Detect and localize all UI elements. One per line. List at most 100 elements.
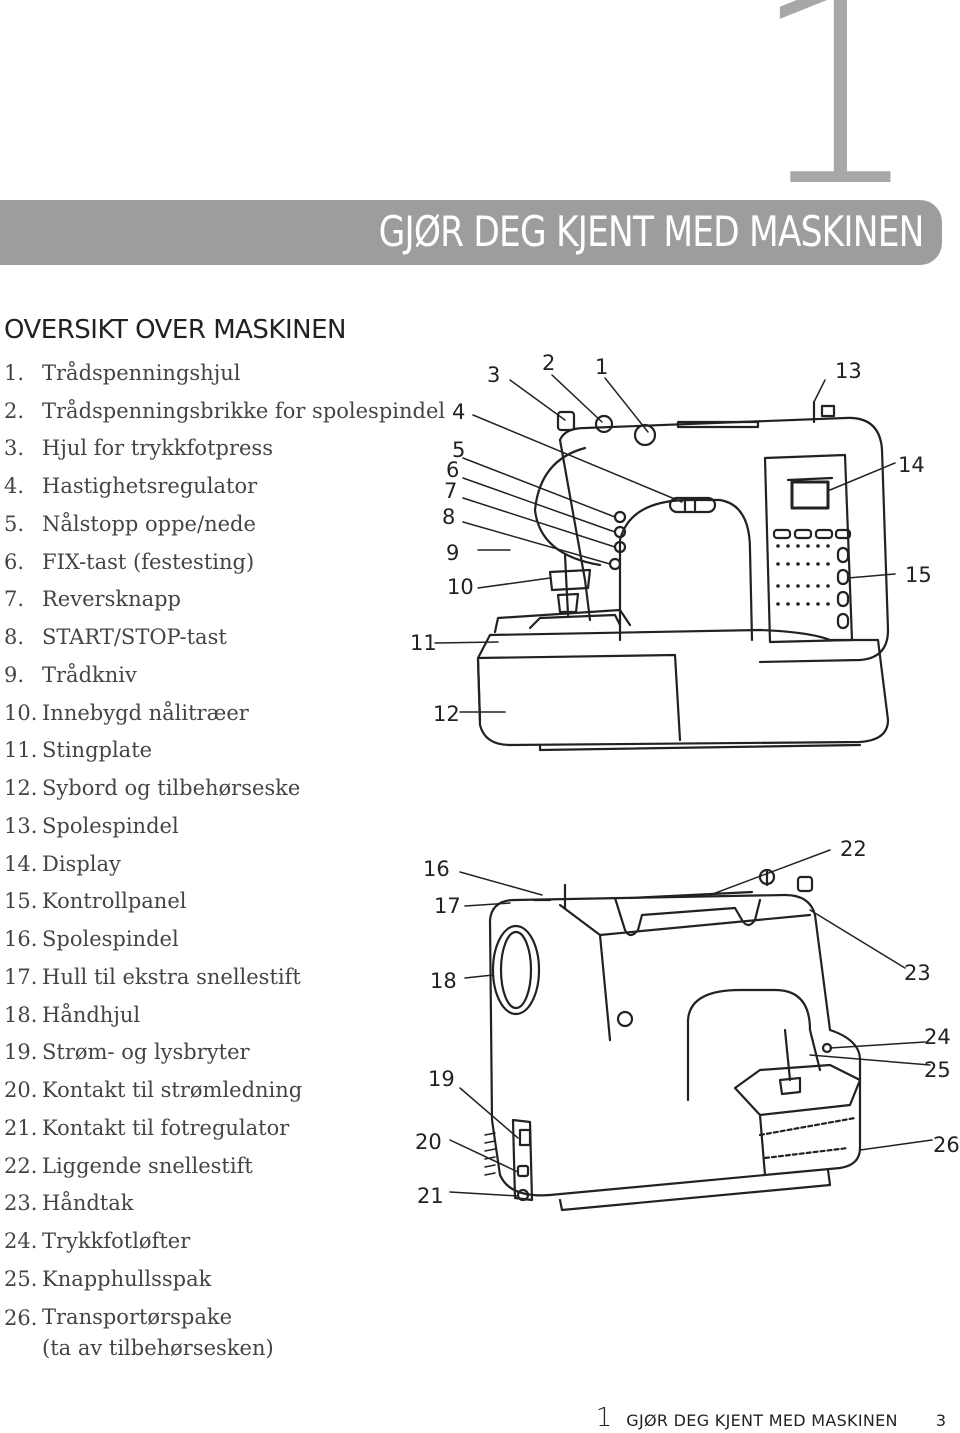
part-item: 25.Knapphullsspak — [4, 1260, 445, 1298]
part-label: Kontakt til strømledning — [42, 1078, 303, 1103]
callout-label: 15 — [905, 563, 932, 587]
part-item: 2. Trådspenningsbrikke for spolespindel — [4, 392, 445, 430]
callout-label: 2 — [542, 351, 555, 375]
part-label: Trådspenningsbrikke for spolespindel — [42, 398, 446, 423]
part-label: Håndtak — [42, 1191, 134, 1216]
part-label: Trådspenningshjul — [42, 360, 241, 385]
part-number: 5. — [4, 511, 25, 536]
part-item: 1. Trådspenningshjul — [4, 354, 445, 392]
part-number: 8. — [4, 625, 25, 650]
part-label: FIX-tast (festesting) — [42, 549, 255, 574]
section-title: OVERSIKT OVER MASKINEN — [4, 315, 346, 345]
part-number: 26. — [4, 1305, 38, 1330]
part-item: 6. FIX-tast (festesting) — [4, 543, 445, 581]
chapter-title: GJØR DEG KJENT MED MASKINEN — [379, 207, 925, 256]
part-item: 11.Stingplate — [4, 732, 445, 770]
callout-label: 19 — [428, 1067, 455, 1091]
callout-label: 25 — [924, 1058, 951, 1082]
callout-label: 18 — [430, 969, 457, 993]
part-item: 3. Hjul for trykkfotpress — [4, 430, 445, 468]
part-label: START/STOP-tast — [42, 625, 227, 650]
part-number: 15. — [4, 889, 38, 914]
part-label: Liggende snellestift — [42, 1153, 253, 1178]
part-item: 12.Sybord og tilbehørseske — [4, 769, 445, 807]
callout-label: 13 — [835, 359, 862, 383]
callout-label: 6 — [446, 458, 459, 482]
callout-label: 3 — [487, 363, 500, 387]
part-item: 17.Hull til ekstra snellestift — [4, 958, 445, 996]
part-number: 1. — [4, 360, 25, 385]
part-item: 4. Hastighetsregulator — [4, 467, 445, 505]
footer-chapter-number: 1 — [595, 1403, 613, 1433]
callout-label: 4 — [452, 400, 465, 424]
machine-rear-view — [484, 868, 862, 1212]
callout-label: 20 — [415, 1130, 442, 1154]
callout-label: 1 — [595, 355, 608, 379]
callout-label: 7 — [444, 479, 457, 503]
part-number: 17. — [4, 964, 38, 989]
machine-front-view — [476, 400, 890, 752]
page-footer: 1 GJØR DEG KJENT MED MASKINEN 3 — [596, 1403, 946, 1433]
part-number: 21. — [4, 1115, 38, 1140]
part-number: 22. — [4, 1153, 38, 1178]
part-item: 26.Transportørspake (ta av tilbehørseske… — [4, 1298, 445, 1368]
page-number: 3 — [935, 1411, 946, 1430]
chapter-banner: GJØR DEG KJENT MED MASKINEN — [0, 200, 942, 265]
part-item: 8. START/STOP-tast — [4, 618, 445, 656]
part-item: 23.Håndtak — [4, 1185, 445, 1223]
part-number: 25. — [4, 1266, 38, 1291]
part-label: Reversknapp — [42, 587, 182, 612]
part-label: Trådkniv — [42, 662, 137, 687]
callout-label: 12 — [433, 702, 460, 726]
part-item: 5. Nålstopp oppe/nede — [4, 505, 445, 543]
part-item: 14.Display — [4, 845, 445, 883]
part-label: Spolespindel — [42, 813, 179, 838]
part-number: 18. — [4, 1002, 38, 1027]
footer-chapter-title: GJØR DEG KJENT MED MASKINEN — [626, 1411, 898, 1430]
part-label: Spolespindel — [42, 927, 179, 952]
part-number: 24. — [4, 1229, 38, 1254]
part-label: Hull til ekstra snellestift — [42, 964, 301, 989]
part-item: 10.Innebygd nålitræer — [4, 694, 445, 732]
part-number: 12. — [4, 776, 38, 801]
part-number: 14. — [4, 851, 38, 876]
part-number: 20. — [4, 1078, 38, 1103]
part-item: 21.Kontakt til fotregulator — [4, 1109, 445, 1147]
callout-label: 26 — [933, 1133, 960, 1157]
callout-label: 5 — [452, 438, 465, 462]
part-item: 7. Reversknapp — [4, 581, 445, 619]
part-number: 9. — [4, 662, 25, 687]
part-label: Hastighetsregulator — [42, 474, 258, 499]
part-number: 6. — [4, 549, 25, 574]
parts-list: 1. Trådspenningshjul 2. Trådspenningsbrikk… — [4, 354, 445, 1368]
callout-label: 11 — [410, 631, 437, 655]
part-label: Stingplate — [42, 738, 153, 763]
part-number: 7. — [4, 587, 25, 612]
part-label: Innebygd nålitræer — [42, 700, 249, 725]
part-item: 24.Trykkfotløfter — [4, 1222, 445, 1260]
callout-label: 23 — [904, 961, 931, 985]
callout-label: 8 — [442, 505, 455, 529]
part-number: 10. — [4, 700, 38, 725]
part-number: 13. — [4, 813, 38, 838]
part-label: Hjul for trykkfotpress — [42, 436, 273, 461]
part-item: 15.Kontrollpanel — [4, 883, 445, 921]
callout-label: 9 — [446, 541, 459, 565]
part-number: 16. — [4, 927, 38, 952]
part-number: 2. — [4, 398, 25, 423]
part-item: 16.Spolespindel — [4, 920, 445, 958]
callout-label: 14 — [898, 453, 925, 477]
part-label: Kontrollpanel — [42, 889, 187, 914]
part-item: 18.Håndhjul — [4, 996, 445, 1034]
part-label: Transportørspake (ta av tilbehørsesken) — [42, 1304, 274, 1360]
sewing-machine-diagram: 1 2 3 4 5 6 7 8 9 10 11 12 13 14 15 16 1… — [410, 351, 960, 1212]
part-number: 23. — [4, 1191, 38, 1216]
part-number: 3. — [4, 436, 25, 461]
part-label: Sybord og tilbehørseske — [42, 776, 301, 801]
part-number: 4. — [4, 474, 25, 499]
part-label: Nålstopp oppe/nede — [42, 511, 256, 536]
part-number: 11. — [4, 738, 38, 763]
part-item: 19.Strøm- og lysbryter — [4, 1034, 445, 1072]
part-label: Kontakt til fotregulator — [42, 1115, 290, 1140]
part-item: 22.Liggende snellestift — [4, 1147, 445, 1185]
